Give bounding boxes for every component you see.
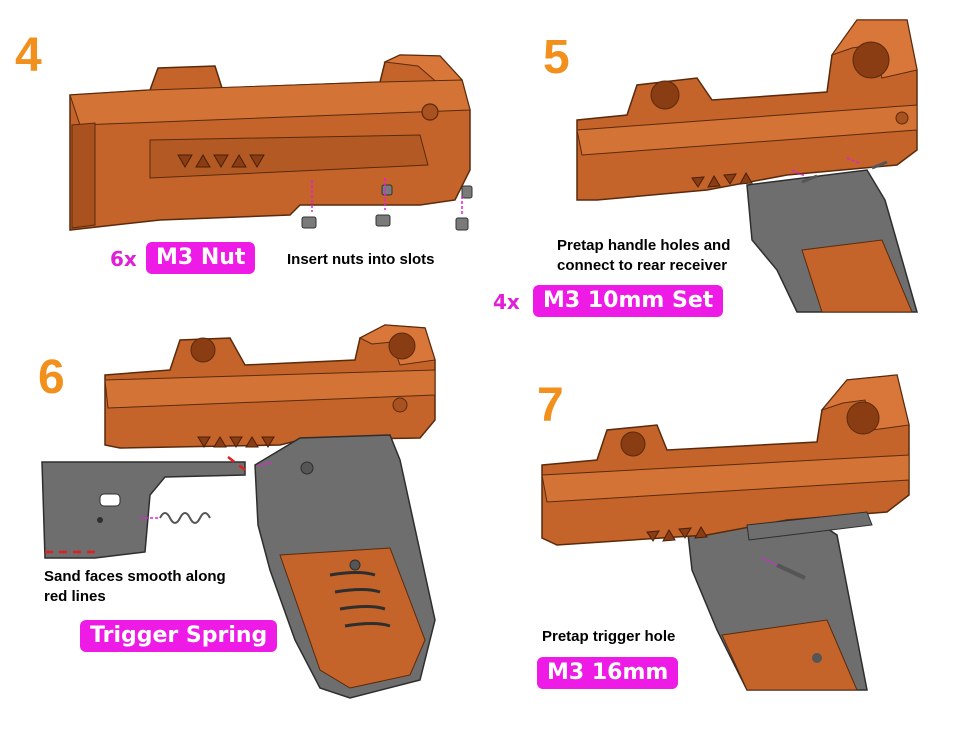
trigger-pin-illustration-step7 [541,374,910,691]
step-number: 5 [543,31,570,84]
part-badge: M3 Nut [146,242,256,275]
step-number: 7 [537,379,564,432]
instruction-note-line2: connect to rear receiver [557,257,728,274]
m3-nut-icons [301,184,473,231]
instruction-note-line1: Sand faces smooth along [44,568,226,585]
part-badge: Trigger Spring [80,620,278,653]
instruction-note: Insert nuts into slots [287,251,435,268]
trigger-assembly-illustration-step6 [41,324,436,699]
triangle-vent-pattern [177,154,265,168]
step-7-panel: 7 Pretap trigger hole M3 16mm [487,320,974,730]
step-4-panel: 4 6x M3 Nut Insert nuts into slots [0,0,487,320]
instruction-note-line2: red lines [44,588,106,605]
receiver-handle-illustration-step5 [576,19,918,313]
receiver-illustration-step4 [69,54,473,231]
step-5-panel: 5 Pretap handle holes and connect to rea… [487,0,974,320]
part-badge: M3 10mm Set [533,285,724,318]
step-6-panel: 6 Sand faces smooth along red lines Trig… [0,320,487,730]
instruction-note: Pretap trigger hole [542,628,676,645]
step-number: 6 [38,351,65,404]
instruction-note-line1: Pretap handle holes and [557,237,731,254]
quantity-label: 4x [493,290,520,314]
part-badge: M3 16mm [537,657,679,690]
quantity-label: 6x [110,247,137,271]
step-number: 4 [15,29,42,82]
